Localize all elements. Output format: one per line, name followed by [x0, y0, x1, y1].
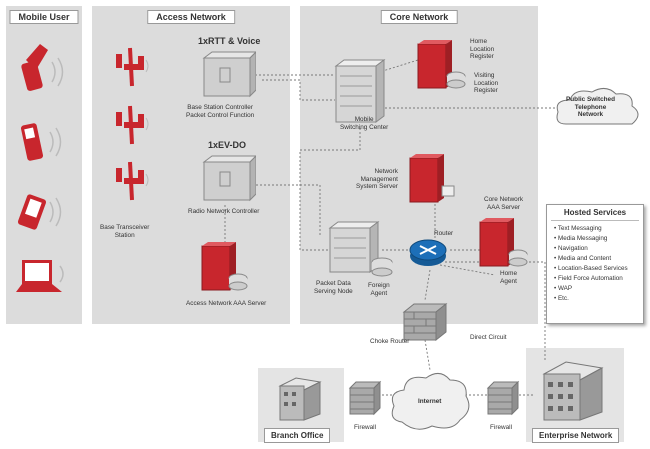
- access-aaa-label: Access Network AAA Server: [186, 300, 267, 307]
- rnc-server-icon: [202, 154, 258, 209]
- access-aaa-server-icon: [200, 240, 248, 299]
- choke-router-label: Choke Router: [370, 338, 410, 345]
- core-network-title: Core Network: [380, 10, 458, 24]
- branch-office-label: Branch Office: [264, 428, 331, 443]
- core-aaa-label: Core Network AAA Server: [484, 196, 524, 211]
- tech-1xevdo-label: 1xEV-DO: [208, 140, 247, 150]
- hosted-services-panel: Hosted Services Text Messaging Media Mes…: [546, 204, 644, 324]
- pstn-label: Public Switched Telephone Network: [566, 96, 616, 119]
- core-aaa-server-icon: [478, 216, 530, 275]
- home-agent-label: Home Agent: [500, 270, 518, 285]
- enterprise-building-icon: [536, 356, 610, 429]
- choke-router-firewall-icon: [402, 302, 448, 347]
- mobile-user-title: Mobile User: [9, 10, 79, 24]
- hosted-service-item: Media Messaging: [554, 234, 643, 244]
- pstn-cloud-icon: [552, 84, 644, 139]
- left-firewall-icon: [348, 380, 382, 421]
- bts-tower-icon-1: [110, 46, 154, 93]
- hosted-service-item: Media and Content: [554, 254, 643, 264]
- pda-icon: [16, 182, 66, 247]
- msc-label: Mobile Switching Center: [340, 116, 389, 131]
- hosted-service-item: Field Force Automation: [554, 274, 643, 284]
- foreign-agent-db-icon: [370, 256, 394, 283]
- access-network-title: Access Network: [147, 10, 235, 24]
- access-network-zone: Access Network: [92, 6, 290, 324]
- hlr-server-icon: [416, 38, 468, 99]
- bsc-label: Base Station Controller Packet Control F…: [186, 104, 255, 119]
- vlr-label: Visiting Location Register: [474, 72, 499, 95]
- hosted-services-title: Hosted Services: [551, 205, 639, 221]
- internet-label: Internet: [418, 398, 442, 405]
- branch-office-building-icon: [276, 374, 324, 429]
- bts-tower-icon-3: [110, 160, 154, 207]
- bts-label: Base Transceiver Station: [100, 224, 150, 239]
- bts-tower-icon-2: [110, 104, 154, 151]
- cell-phone-icon: [18, 110, 66, 175]
- hosted-services-list: Text Messaging Media Messaging Navigatio…: [547, 224, 643, 304]
- foreign-agent-label: Foreign Agent: [368, 282, 390, 297]
- nms-server-icon: [408, 152, 458, 213]
- right-firewall-icon: [486, 380, 520, 421]
- enterprise-network-label: Enterprise Network: [532, 428, 620, 443]
- router-label: Router: [434, 230, 454, 237]
- nms-label: Network Management System Server: [356, 168, 398, 191]
- hosted-service-item: Location-Based Services: [554, 264, 643, 274]
- right-firewall-label: Firewall: [490, 424, 513, 431]
- router-icon: [408, 234, 448, 273]
- direct-circuit-label: Direct Circuit: [470, 334, 507, 341]
- msc-server-icon: [332, 56, 388, 131]
- hosted-service-item: Etc.: [554, 294, 643, 304]
- left-firewall-label: Firewall: [354, 424, 377, 431]
- hlr-label: Home Location Register: [470, 38, 495, 61]
- hosted-service-item: Text Messaging: [554, 224, 643, 234]
- rnc-label: Radio Network Controller: [188, 208, 260, 215]
- tech-1xrtt-label: 1xRTT & Voice: [198, 36, 261, 46]
- hosted-service-item: WAP: [554, 284, 643, 294]
- flip-phone-icon: [18, 40, 66, 105]
- hosted-service-item: Navigation: [554, 244, 643, 254]
- internet-cloud-icon: [388, 366, 472, 439]
- pdsn-label: Packet Data Serving Node: [314, 280, 353, 295]
- laptop-icon: [12, 256, 72, 309]
- bsc-server-icon: [202, 50, 258, 105]
